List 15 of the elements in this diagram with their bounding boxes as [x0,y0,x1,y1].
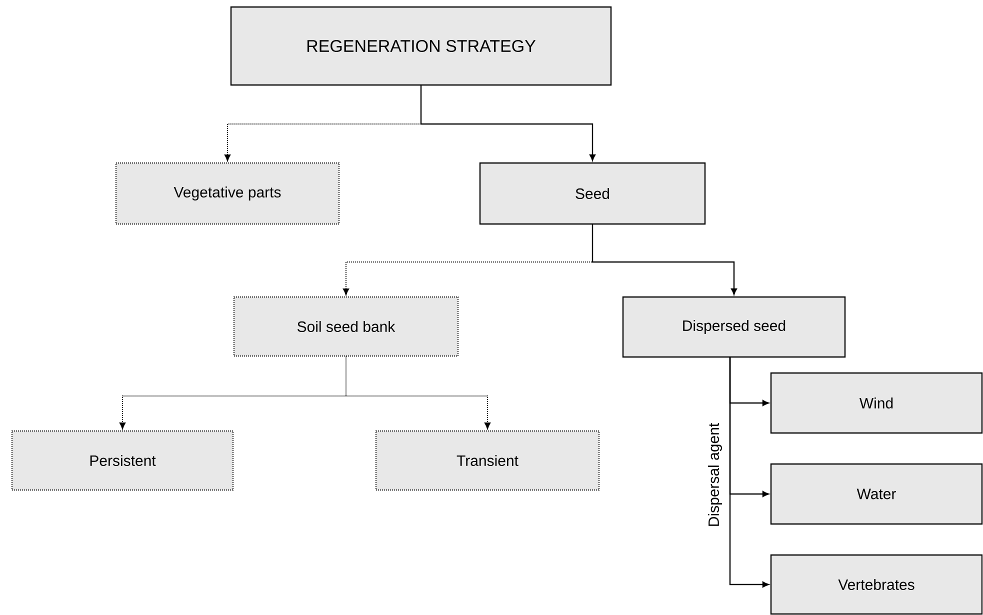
process-box: REGENERATION STRATEGY [230,6,612,86]
process-box: Vegetative parts [116,162,340,224]
process-box: Water [770,463,983,525]
process-box: Persistent [12,430,234,490]
arrow [346,356,491,430]
process-box: Transient [376,430,600,490]
axis-label: Dispersal agent [708,423,722,526]
arrow [420,86,596,161]
process-box: Vertebrates [770,554,983,615]
process-box: Seed [479,162,706,225]
process-box: Wind [770,372,983,434]
process-box: Soil seed bank [234,296,458,356]
arrow [592,224,737,295]
process-box: Dispersed seed [622,296,846,358]
arrow [729,357,769,588]
